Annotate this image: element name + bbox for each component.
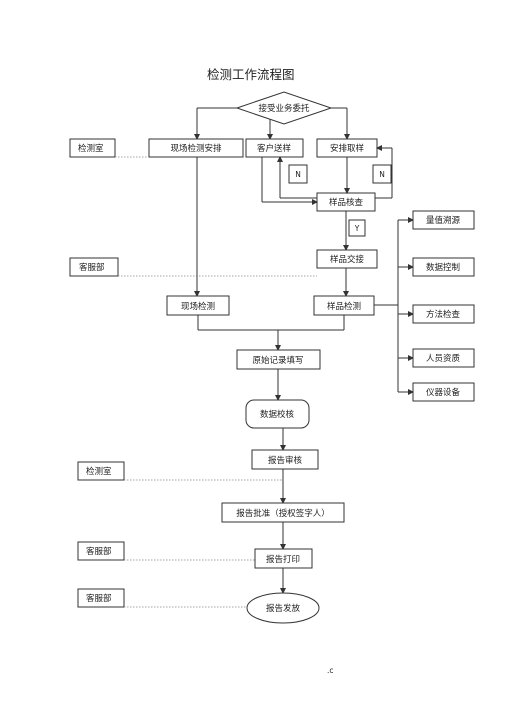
control-equipment-box xyxy=(412,382,475,402)
control-traceability-box xyxy=(412,210,475,230)
flag-n-left xyxy=(288,164,308,184)
side-label-cs-3 xyxy=(77,588,125,608)
report-issue-terminal xyxy=(246,592,320,624)
sample-check-label: 样品核查 xyxy=(329,197,364,208)
control-method-box xyxy=(412,304,475,324)
client-delivery-label: 客户送样 xyxy=(257,143,292,154)
control-personnel-box xyxy=(412,348,475,368)
report-review-label: 报告审核 xyxy=(268,455,303,466)
client-delivery-box xyxy=(245,138,304,158)
side-label-cs-1-text: 客服部 xyxy=(79,262,105,273)
report-approve-label: 报告批准（授权签字人） xyxy=(236,508,330,519)
side-label-lab-2 xyxy=(77,461,125,481)
report-print-label: 报告打印 xyxy=(266,554,300,565)
control-data-box xyxy=(412,257,475,277)
page-title: 检测工作流程图 xyxy=(207,67,295,82)
control-data-label: 数据控制 xyxy=(426,262,460,273)
control-traceability-label: 量值溯源 xyxy=(426,215,461,226)
control-equipment-label: 仪器设备 xyxy=(426,387,461,398)
site-plan-label: 现场检测安排 xyxy=(170,143,222,154)
raw-record-label: 原始记录填写 xyxy=(252,355,303,366)
report-issue-label: 报告发放 xyxy=(266,603,301,614)
site-test-label: 现场检测 xyxy=(181,301,215,312)
sample-handover-box xyxy=(316,249,378,269)
side-label-cs-2-text: 客服部 xyxy=(86,546,112,557)
data-check-label: 数据校核 xyxy=(260,409,295,420)
flag-y-text: Y xyxy=(354,224,360,233)
flag-y xyxy=(348,219,366,237)
sampling-label: 安排取样 xyxy=(330,143,365,154)
sample-handover-label: 样品交接 xyxy=(330,254,365,265)
footer-mark: .c xyxy=(327,666,334,675)
flag-n-right-text: N xyxy=(379,170,385,179)
control-personnel-label: 人员资质 xyxy=(426,353,461,364)
entrust-label: 接受业务委托 xyxy=(258,103,310,114)
side-label-lab-2-text: 检测室 xyxy=(86,466,112,477)
side-label-cs-3-text: 客服部 xyxy=(86,593,112,604)
report-review-box xyxy=(251,449,319,470)
sample-test-label: 样品检测 xyxy=(327,301,361,312)
control-method-label: 方法检查 xyxy=(426,309,461,320)
side-label-lab-1-text: 检测室 xyxy=(78,143,104,154)
site-plan-box xyxy=(148,138,244,158)
data-check-box xyxy=(245,399,310,429)
side-label-lab-1 xyxy=(69,138,116,158)
flag-n-right xyxy=(372,164,392,184)
flag-n-left-text: N xyxy=(295,170,301,179)
side-label-cs-1 xyxy=(69,257,119,277)
side-label-cs-2 xyxy=(77,541,125,561)
